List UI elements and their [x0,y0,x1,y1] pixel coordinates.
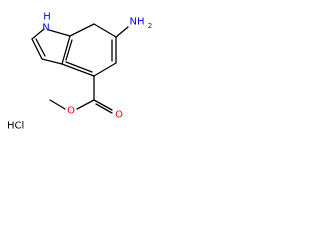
bond-c4-c3a [61,63,95,77]
bond-c3a-c7a [61,35,71,65]
amine-subscript-label: 2 [148,22,152,30]
bond-carbonyl-o-double-a [93,99,113,111]
bonds [31,23,129,114]
bond-c2-c3 [31,38,43,60]
indole-nitrogen-label: N [42,23,49,34]
ester-oxygen-label: O [67,106,75,117]
bond-carbonyl-ester-o [76,99,95,110]
bond-carbonyl-o-double-b [95,103,113,114]
bond-c3a-c7a-double [65,39,73,61]
bond-c7a-c7 [69,23,95,37]
bond-c4-c3a-double [65,61,93,73]
amine-nitrogen-label: NH [130,17,145,28]
bond-c7a-n1 [48,29,71,37]
bond-c6-nh2 [115,26,129,38]
bond-n1-c2 [31,28,45,40]
bond-c2-c3-double [35,38,46,57]
atom-labels: N H NH 2 O O [42,12,152,121]
structure-diagram: N H NH 2 O O HCl [7,12,152,132]
salt-label: HCl [7,121,24,132]
bond-c3-c3a [41,58,63,65]
bond-ester-o-methyl [49,99,66,110]
carbonyl-oxygen-label: O [115,110,123,121]
bond-c5-c4 [93,62,117,77]
indole-hydrogen-label: H [43,12,51,23]
bond-c7-c6 [93,23,117,38]
